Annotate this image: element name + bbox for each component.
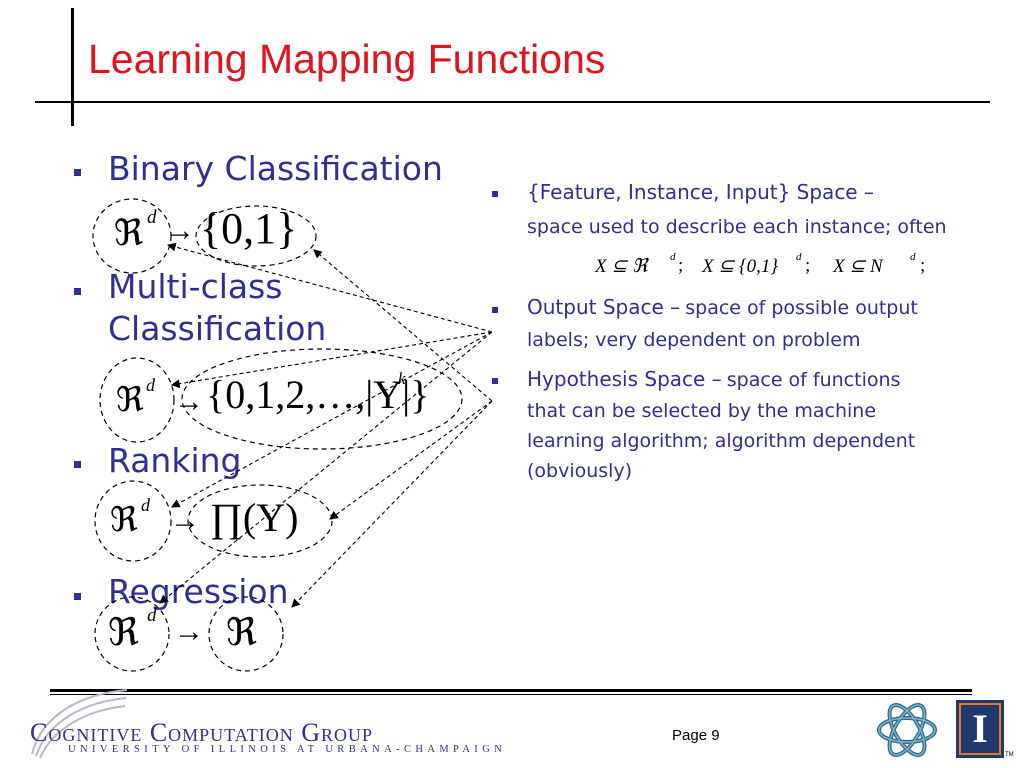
celtic-knot-icon [877,703,937,757]
hypothesis-space-body-line3: learning algorithm; algorithm dependent [527,430,916,452]
bullet-icon [74,288,81,295]
multiclass-codomain-sup: k [398,369,406,388]
multiclass-codomain: {0,1,2,…,|Y|} [206,372,430,417]
space-formula-natural: X ⊆ N [833,256,883,277]
ccg-swoosh-icon [31,689,128,759]
multiclass-domain: ℜ [116,382,144,419]
bullet-binary-classification: Binary Classification [108,149,443,188]
space-formula-natural-sup: d [910,251,916,263]
ranking-codomain: ∏(Y) [210,495,299,540]
ccg-logo-subtitle: UNIVERSITY OF ILLINOIS AT URBANA-CHAMPAI… [68,744,507,755]
multiclass-domain-sup: d [146,375,155,395]
arrow-feature-to-regression [159,331,493,604]
multiclass-arrow: → [174,385,204,418]
ranking-output-ellipse [187,484,333,558]
output-space-body: space of possible output [685,297,918,319]
title-vertical-rule [71,8,74,126]
arrow-feature-to-binary [166,242,493,333]
bullet-icon [74,169,81,176]
hypothesis-space-line1: Hypothesis Space – space of functions [527,367,900,391]
arrow-output-to-binary [313,249,493,402]
multiclass-output-ellipse [181,348,463,450]
space-formula-real-sup: d [670,251,676,263]
ranking-input-ellipse [94,480,172,562]
space-formula-real-end: ; [678,255,684,276]
binary-arrow: → [165,214,195,247]
binary-input-ellipse [92,198,172,274]
output-space-body-line2: labels; very dependent on problem [527,329,861,351]
binary-domain-sup: d [147,207,157,228]
hypothesis-space-body: space of functions [726,369,901,391]
output-space-line1: Output Space – space of possible output [527,295,918,319]
illinois-logo-letter: I [972,706,988,751]
feature-space-heading: {Feature, Instance, Input} Space – [527,180,874,204]
bullet-icon [492,307,498,313]
title-horizontal-rule [35,101,990,103]
slide-title: Learning Mapping Functions [88,36,606,82]
hypothesis-space-heading: Hypothesis Space – [527,367,722,391]
footer-rule-thin [50,694,972,695]
arrow-feature-to-multiclass [170,331,493,389]
regression-domain: ℜ [108,612,139,654]
bullet-regression: Regression [108,572,289,611]
hypothesis-space-body-line4: (obviously) [527,460,633,482]
page-number: Page 9 [672,727,720,744]
illinois-logo-icon: I [956,700,1004,758]
bullet-icon [74,593,81,600]
arrow-output-to-ranking [329,400,493,520]
bullet-icon [492,378,498,384]
regression-output-ellipse [208,596,284,672]
bullet-multiclass-line2: Classification [108,309,327,348]
bullet-icon [74,461,81,468]
bullet-ranking: Ranking [108,441,242,480]
regression-arrow: → [174,615,204,648]
space-formula-real: X ⊆ ℜ [595,256,648,277]
multiclass-input-ellipse [99,357,175,443]
trademark: TM [1005,752,1014,758]
space-formula-binary-sup: d [796,251,802,263]
binary-domain: ℜ [114,213,144,253]
ranking-arrow: → [170,504,200,537]
binary-output-ellipse [195,205,317,267]
bullet-icon [492,191,498,197]
bullet-multiclass-line1: Multi-class [108,267,283,306]
ccg-logo-text: Cognitive Computation Group [30,718,374,747]
output-space-heading: Output Space – [527,295,681,319]
ranking-domain-sup: d [141,495,150,515]
arrow-output-to-regression [291,400,493,608]
ranking-domain: ℜ [110,502,138,539]
space-formula-binary-end: ; [805,255,811,276]
regression-codomain: ℜ [226,612,257,654]
arrow-feature-to-ranking [171,331,493,508]
space-formula-natural-end: ; [920,255,926,276]
regression-domain-sup: d [147,605,157,626]
footer-rule [50,689,972,692]
hypothesis-space-body-line2: that can be selected by the machine [527,400,877,422]
binary-codomain: {0,1} [200,204,298,253]
feature-space-body: space used to describe each instance; of… [527,216,947,238]
space-formula-binary: X ⊆ {0,1} [702,256,778,277]
regression-input-ellipse [94,596,170,672]
